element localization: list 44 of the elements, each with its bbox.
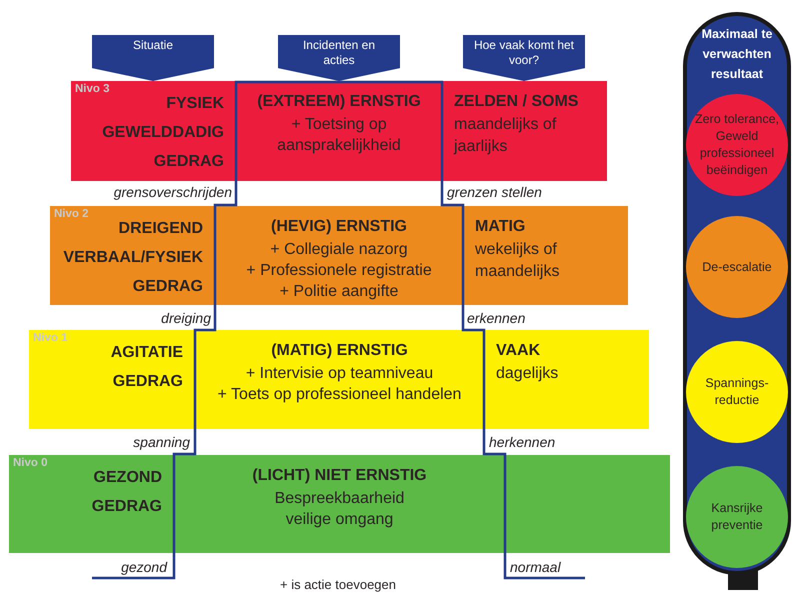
boundary-label: herkennen <box>489 434 556 450</box>
footnote: + is actie toevoegen <box>279 577 397 592</box>
light-circle: Spannings-reductie <box>686 341 788 443</box>
frequency-text: dagelijks <box>496 364 560 384</box>
level-band <box>9 455 670 553</box>
level-band <box>29 330 649 429</box>
frequency-heading: VAAK <box>496 341 542 361</box>
severity-heading: (LICHT) NIET ERNSTIG <box>252 466 427 486</box>
frequency-heading: ZELDEN / SOMS <box>454 92 580 112</box>
action-text: + Toets op professioneel handelen <box>218 385 462 405</box>
level-label: Nivo 2 <box>54 208 89 220</box>
level-label: Nivo 3 <box>75 83 110 95</box>
boundary-label: grensoverschrijden <box>114 184 232 200</box>
action-text: Bespreekbaarheid <box>274 489 404 509</box>
boundary-label: spanning <box>133 434 190 450</box>
boundary-label: grenzen stellen <box>447 184 542 200</box>
boundary-label: gezond <box>121 559 167 575</box>
traffic-light-heading: Maximaal te verwachten resultaat <box>700 26 774 83</box>
level-band <box>71 81 607 181</box>
light-circle: Kansrijke preventie <box>686 466 788 568</box>
severity-heading: (MATIG) ERNSTIG <box>271 341 408 361</box>
light-circle: De-escalatie <box>686 216 788 318</box>
situation-text: AGITATIE GEDRAG <box>110 343 183 392</box>
level-label: Nivo 0 <box>13 457 48 469</box>
action-text: + Collegiale nazorg <box>270 240 408 260</box>
boundary-label: dreiging <box>161 310 211 326</box>
action-text: veilige omgang <box>286 510 394 530</box>
boundary-label: normaal <box>510 559 561 575</box>
action-text: + Politie aangifte <box>280 282 398 302</box>
frequency-heading: MATIG <box>475 217 526 237</box>
situation-text: FYSIEK GEWELDDADIG GEDRAG <box>101 94 224 172</box>
action-text: + Intervisie op teamniveau <box>246 364 434 384</box>
frequency-text: wekelijks of maandelijks <box>475 240 560 282</box>
level-label: Nivo 1 <box>33 332 68 344</box>
severity-heading: (EXTREEM) ERNSTIG <box>257 92 421 112</box>
severity-heading: (HEVIG) ERNSTIG <box>270 217 407 237</box>
situation-text: DREIGEND VERBAAL/FYSIEK GEDRAG <box>62 219 203 297</box>
light-circle: Zero tolerance, Geweld professioneel beëindigen <box>686 94 788 196</box>
level-band <box>50 206 628 305</box>
situation-text: GEZOND GEDRAG <box>90 468 162 517</box>
action-text: + Professionele registratie <box>246 261 432 281</box>
boundary-label: erkennen <box>467 310 526 326</box>
frequency-text: maandelijks of jaarlijks <box>454 115 558 157</box>
action-text: + Toetsing op aansprakelijkheid <box>276 115 402 156</box>
